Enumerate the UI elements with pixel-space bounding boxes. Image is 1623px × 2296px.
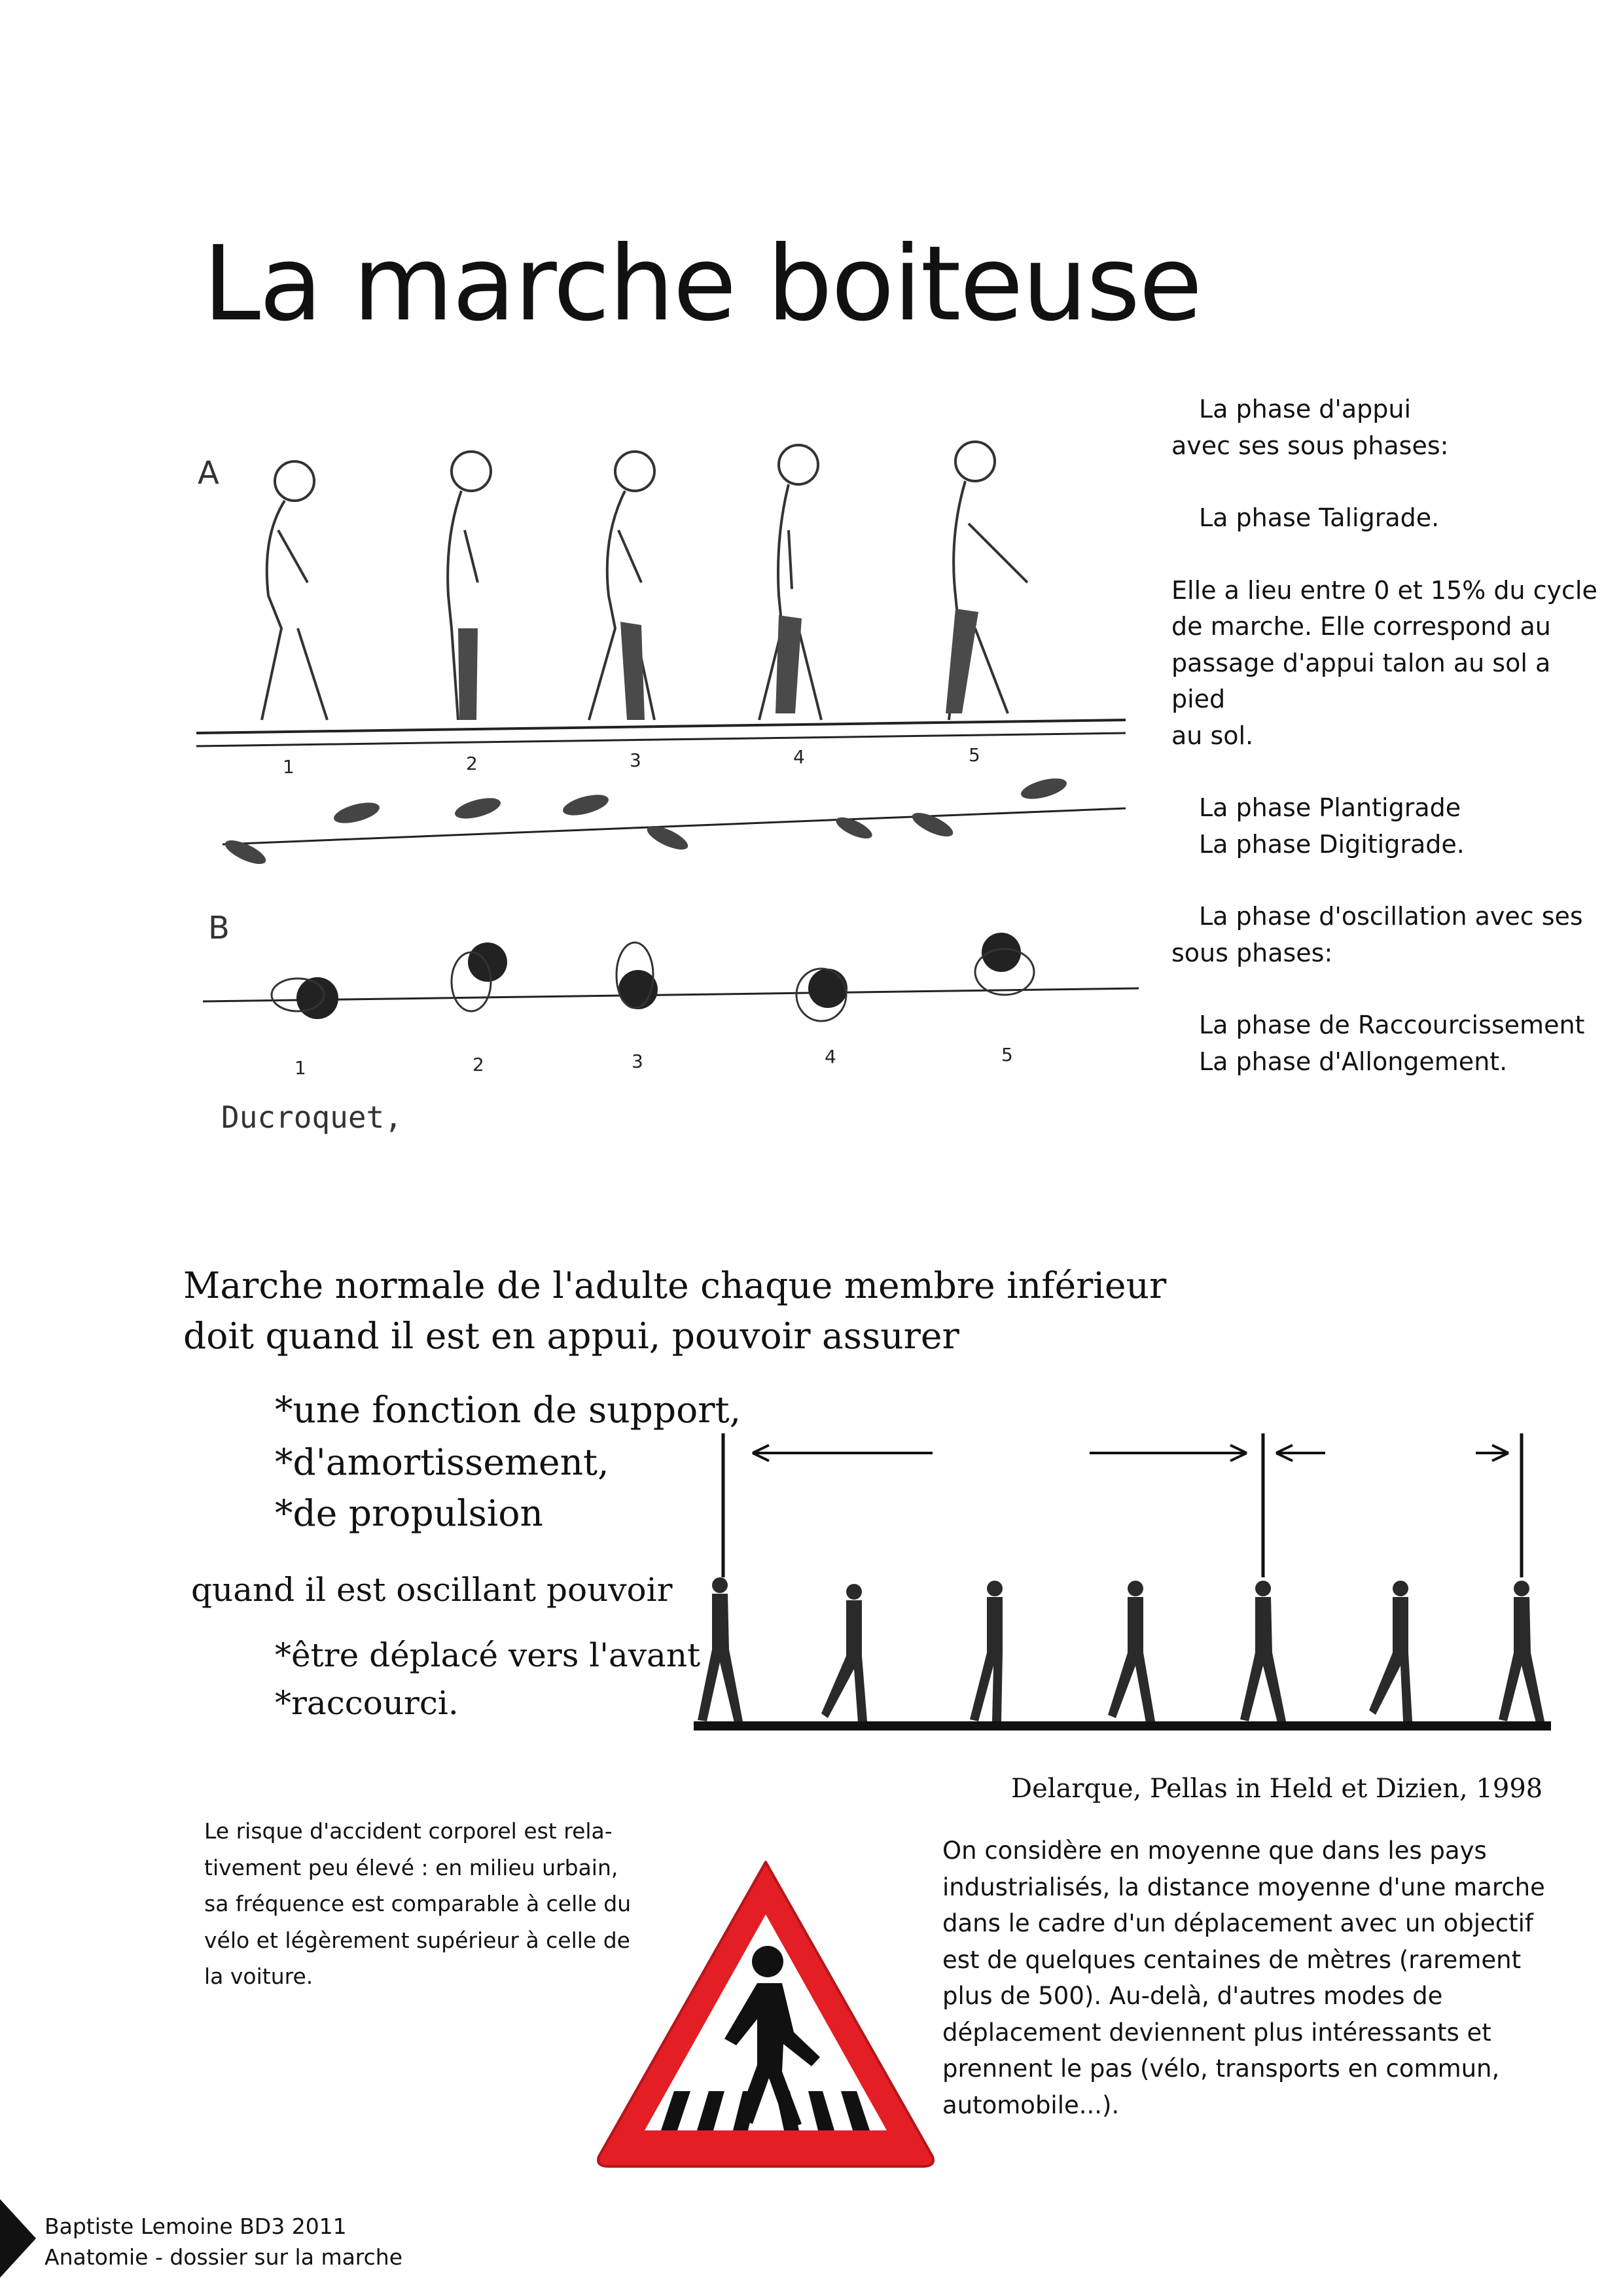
text-line: La phase Plantigrade xyxy=(1199,793,1461,822)
text-line: déplacement deviennent plus intéressants… xyxy=(942,2018,1491,2047)
footer-triangle-icon xyxy=(0,2199,39,2278)
gait-figure-top: A B 1 2 3 4 5 1 2 3 4 5 Ducroquet, xyxy=(183,419,1152,1145)
text-line: passage d'appui talon au sol a pied xyxy=(1171,648,1551,714)
figure-a-number: 1 xyxy=(283,756,294,778)
figure-a-number: 3 xyxy=(630,749,641,771)
normal-walk-bullet: *raccourci. xyxy=(275,1684,459,1722)
normal-walk-bullet: *une fonction de support, xyxy=(275,1389,741,1431)
gait-cycle-illustration xyxy=(694,1433,1551,1731)
footer-line: Anatomie - dossier sur la marche xyxy=(45,2244,403,2270)
gait-phases-text: La phase d'appui avec ses sous phases: L… xyxy=(1171,391,1610,1080)
pedestrian-crossing-sign-icon xyxy=(586,1849,946,2176)
figure-b-number: 1 xyxy=(294,1057,306,1079)
normal-walk-intro-line: Marche normale de l'adulte chaque membre… xyxy=(183,1265,1167,1306)
figure-a-number: 2 xyxy=(466,753,478,774)
figure-b-number: 4 xyxy=(825,1046,836,1067)
text-line: sa fréquence est comparable à celle du xyxy=(204,1891,632,1916)
risk-paragraph: Le risque d'accident corporel est rela- … xyxy=(204,1813,631,1995)
normal-walk-bullet: *être déplacé vers l'avant xyxy=(275,1636,701,1674)
text-line: La phase d'oscillation avec ses xyxy=(1199,902,1583,931)
footer-line: Baptiste Lemoine BD3 2011 xyxy=(45,2214,347,2239)
normal-walk-bullet: *de propulsion xyxy=(275,1492,543,1534)
text-line: automobile...). xyxy=(942,2090,1120,2119)
text-line: Le risque d'accident corporel est rela- xyxy=(204,1818,613,1844)
figure-a-number: 5 xyxy=(969,744,980,766)
page-title: La marche boiteuse xyxy=(203,224,1202,344)
text-line: La phase d'appui xyxy=(1199,395,1412,423)
text-line: est de quelques centaines de mètres (rar… xyxy=(942,1945,1522,1974)
figure-b-number: 2 xyxy=(473,1054,484,1075)
text-line: la voiture. xyxy=(204,1964,313,1989)
text-line: La phase de Raccourcissement xyxy=(1199,1011,1585,1039)
figure-bottom-caption: Delarque, Pellas in Held et Dizien, 1998 xyxy=(1011,1774,1543,1804)
text-line: tivement peu élevé : en milieu urbain, xyxy=(204,1854,618,1880)
text-line: plus de 500). Au-delà, d'autres modes de xyxy=(942,1982,1443,2010)
figure-label-b: B xyxy=(208,910,230,946)
figure-a-number: 4 xyxy=(793,746,805,768)
text-line: La phase Taligrade. xyxy=(1199,503,1440,532)
text-line: sous phases: xyxy=(1171,938,1333,967)
gait-sequence-illustration xyxy=(196,440,1139,1022)
figure-top-caption: Ducroquet, xyxy=(221,1100,402,1135)
text-line: Elle a lieu entre 0 et 15% du cycle xyxy=(1171,575,1597,605)
text-line: avec ses sous phases: xyxy=(1171,431,1449,460)
normal-walk-bullet: *d'amortissement, xyxy=(275,1441,609,1483)
figure-b-number: 5 xyxy=(1001,1044,1013,1066)
text-line: dans le cadre d'un déplacement avec un o… xyxy=(942,1909,1533,1937)
text-line: vélo et légèrement supérieur à celle de xyxy=(204,1927,630,1953)
text-line: industrialisés, la distance moyenne d'un… xyxy=(942,1873,1545,1901)
text-line: La phase Digitigrade. xyxy=(1199,829,1465,859)
text-line: de marche. Elle correspond au xyxy=(1171,612,1551,641)
text-line: On considère en moyenne que dans les pay… xyxy=(942,1837,1487,1865)
gait-cycle-figure xyxy=(690,1433,1554,1774)
normal-walk-intro-line: doit quand il est en appui, pouvoir assu… xyxy=(183,1315,959,1357)
text-line: prennent le pas (vélo, transports en com… xyxy=(942,2054,1500,2083)
distance-paragraph: On considère en moyenne que dans les pay… xyxy=(942,1833,1545,2123)
normal-walk-oscillant: quand il est oscillant pouvoir xyxy=(191,1571,673,1609)
footer: Baptiste Lemoine BD3 2011 Anatomie - dos… xyxy=(45,2211,402,2272)
text-line: La phase d'Allongement. xyxy=(1199,1047,1508,1076)
figure-b-number: 3 xyxy=(632,1050,643,1072)
figure-label-a: A xyxy=(198,455,219,492)
text-line: au sol. xyxy=(1171,721,1254,750)
